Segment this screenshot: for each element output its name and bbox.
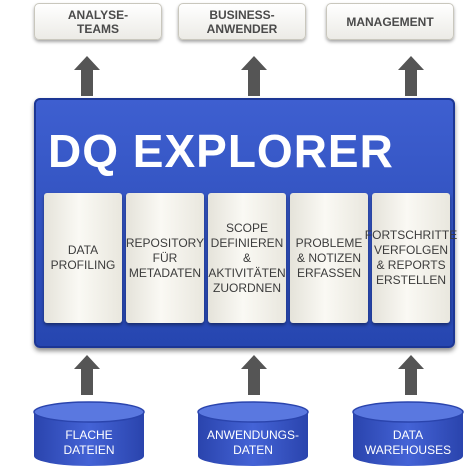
card-data-profiling: DATA PROFILING	[44, 193, 122, 323]
up-arrow-icon	[398, 355, 424, 395]
source-label: ANWENDUNGS- DATEN	[207, 428, 299, 457]
up-arrow-icon	[398, 56, 424, 96]
box-business-anwender: BUSINESS- ANWENDER	[178, 3, 306, 40]
source-data-warehouses: DATA WAREHOUSES	[351, 400, 465, 468]
database-cylinder-icon	[33, 401, 145, 466]
card-scope: SCOPE DEFINIEREN & AKTIVITÄTEN ZUORDNEN	[208, 193, 286, 323]
up-arrow-icon	[241, 56, 267, 96]
database-cylinder-icon	[352, 401, 464, 466]
panel-title: DQ EXPLORER	[48, 125, 394, 177]
card-fortschritte: FORTSCHRITTE VERFOLGEN & REPORTS ERSTELL…	[365, 193, 457, 323]
source-anwendungsdaten: ANWENDUNGS- DATEN	[196, 400, 310, 468]
source-flache-dateien: FLACHE DATEIEN	[32, 400, 146, 468]
source-label: DATA WAREHOUSES	[364, 428, 452, 457]
source-label: FLACHE DATEIEN	[63, 428, 115, 457]
database-cylinder-icon	[197, 401, 309, 466]
card-probleme: PROBLEME & NOTIZEN ERFASSEN	[290, 193, 368, 323]
up-arrow-icon	[74, 355, 100, 395]
box-analyse-teams: ANALYSE- TEAMS	[34, 3, 162, 40]
card-repository: REPOSITORY FÜR METADATEN	[126, 193, 204, 323]
box-management: MANAGEMENT	[326, 3, 454, 40]
up-arrow-icon	[74, 56, 100, 96]
up-arrow-icon	[241, 355, 267, 395]
